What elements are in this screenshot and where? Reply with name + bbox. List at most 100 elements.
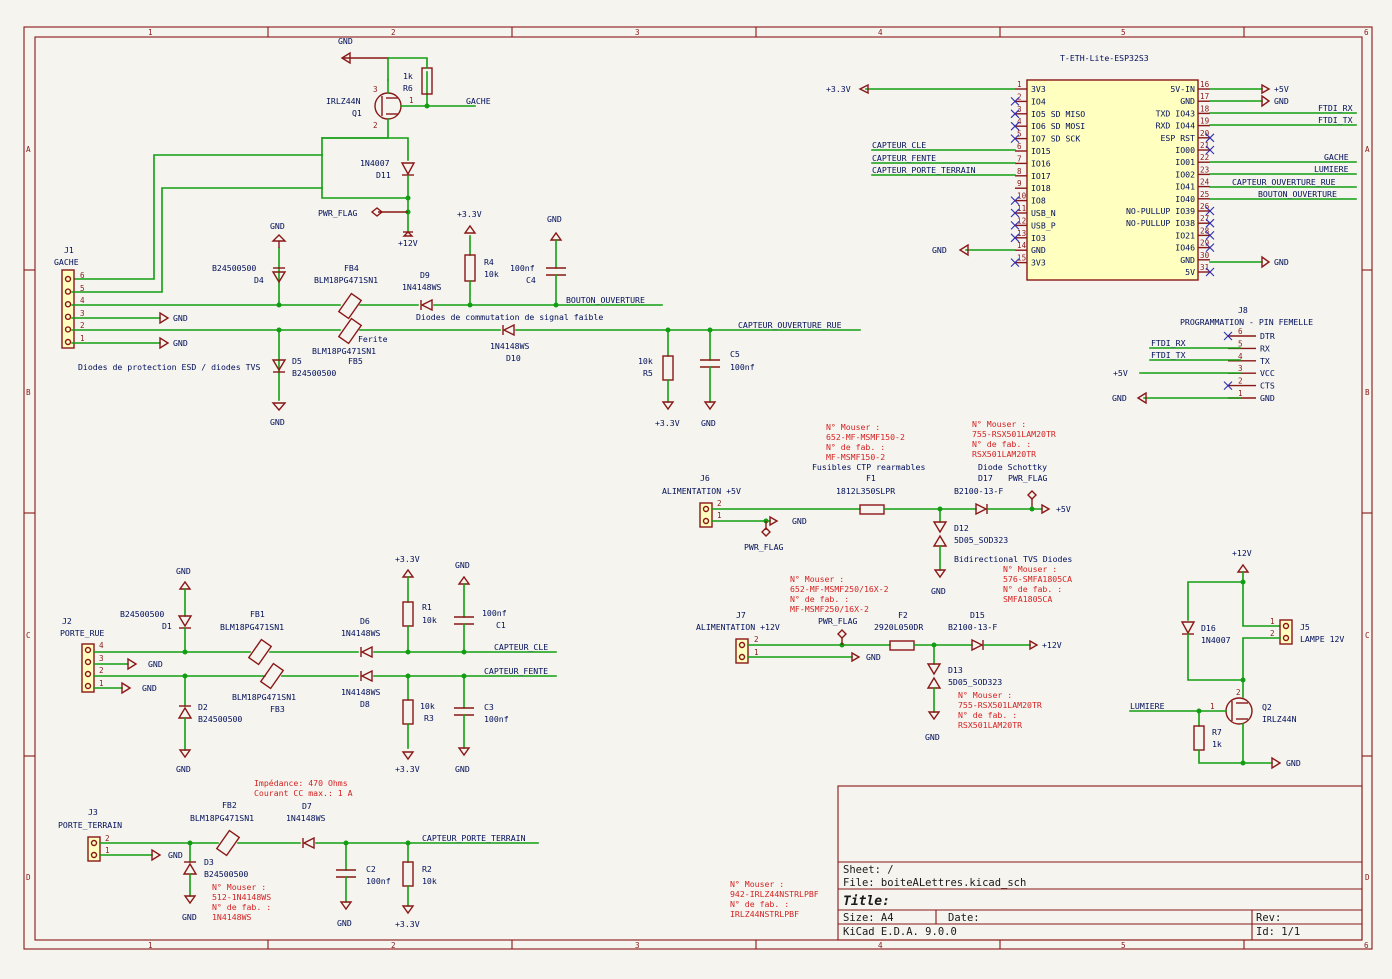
esp-right-pin-num: 26: [1200, 202, 1210, 211]
svg-text:SMFA1805CA: SMFA1805CA: [1003, 594, 1052, 604]
gnd-d2: GND: [176, 764, 191, 774]
esp-right-pin-num: 29: [1200, 239, 1210, 248]
net-gache-esp: GACHE: [1324, 152, 1349, 162]
svg-text:IRLZ44NSTRLPBF: IRLZ44NSTRLPBF: [730, 909, 799, 919]
tb-file: File: boiteALettres.kicad_sch: [843, 877, 1026, 889]
frame-col-5: 5: [1121, 28, 1126, 37]
svg-text:1N4148WS: 1N4148WS: [212, 912, 252, 922]
net-lumiere-esp: LUMIERE: [1314, 164, 1349, 174]
d8-ref: D8: [360, 699, 370, 709]
esp-left-pin-num: 4: [1017, 117, 1022, 126]
q-mouser-note: N° Mouser : 942-IRLZ44NSTRLPBF N° de fab…: [730, 879, 819, 919]
svg-text:576-SMFA1805CA: 576-SMFA1805CA: [1003, 574, 1072, 584]
svg-text:3: 3: [99, 654, 104, 663]
net-ftdi-tx-j8: FTDI_TX: [1151, 350, 1186, 360]
svg-text:N° Mouser :: N° Mouser :: [826, 422, 880, 432]
j5-value: LAMPE 12V: [1300, 634, 1344, 644]
svg-text:N° Mouser :: N° Mouser :: [730, 879, 784, 889]
gnd-j1-3: GND: [173, 313, 188, 323]
net-capteur-cle-esp: CAPTEUR_CLE: [872, 140, 926, 150]
gnd-c5: GND: [701, 418, 716, 428]
frame-col-2-bottom: 2: [391, 941, 396, 950]
r4-ref: R4: [484, 257, 494, 267]
j8-ref: J8: [1238, 305, 1248, 315]
gnd-j8: GND: [1112, 393, 1127, 403]
esp-left-pin-num: 3: [1017, 105, 1022, 114]
svg-text:Impédance: 470 Ohms: Impédance: 470 Ohms: [254, 778, 348, 788]
net-capteur-fente-esp: CAPTEUR_FENTE: [872, 153, 936, 163]
esp-left-pin-num: 13: [1017, 229, 1026, 238]
frame-col-6: 6: [1364, 28, 1369, 37]
j8-pin-num: 1: [1238, 389, 1243, 398]
esp-right-pin-num: 22: [1200, 153, 1209, 162]
esp-right-pin-name: RXD IO44: [1156, 121, 1196, 131]
gnd-j1-1: GND: [173, 338, 188, 348]
tb-date: Date:: [948, 912, 980, 924]
tb-tool: KiCad E.D.A. 9.0.0: [843, 926, 957, 938]
svg-text:2: 2: [1270, 629, 1275, 638]
frame-row-c: C: [26, 631, 31, 640]
svg-text:N° Mouser :: N° Mouser :: [212, 882, 266, 892]
esp-left-pin-name: GND: [1031, 245, 1046, 255]
svg-text:N° de fab. :: N° de fab. :: [212, 902, 271, 912]
esp-left-pin-name: IO16: [1031, 158, 1051, 168]
fb5-value: BLM18PG471SN1: [312, 346, 376, 356]
j8-value: PROGRAMMATION - PIN FEMELLE: [1180, 317, 1313, 327]
esp-left-pin-num: 12: [1017, 216, 1026, 225]
svg-text:4: 4: [99, 641, 104, 650]
svg-text:N° de fab. :: N° de fab. :: [790, 594, 849, 604]
svg-text:1: 1: [717, 511, 722, 520]
q2-ref: Q2: [1262, 702, 1272, 712]
f1-value: 1812L350SLPR: [836, 486, 895, 496]
q2-value: IRLZ44N: [1262, 714, 1297, 724]
gache-driver: GND IRLZ44N Q1 1k R6 1 3 2 GACHE PWR_FLA…: [71, 36, 491, 280]
gnd-esp-17: GND: [1274, 96, 1289, 106]
net-gache-q1: GACHE: [466, 96, 491, 106]
r5-value: 10k: [638, 356, 653, 366]
f1-ref: F1: [866, 473, 876, 483]
d7-ref: D7: [302, 801, 312, 811]
d11-value: 1N4007: [360, 158, 390, 168]
tb-id: Id: 1/1: [1256, 926, 1300, 938]
frame-col-3: 3: [635, 28, 640, 37]
fb5-ref: FB5: [348, 356, 363, 366]
plus33-r1: +3.3V: [395, 554, 420, 564]
r1-ref: R1: [422, 602, 432, 612]
esp-left-pin-num: 11: [1017, 204, 1027, 213]
gnd-d12: GND: [931, 586, 946, 596]
frame-col-6-bottom: 6: [1364, 941, 1369, 950]
plus12-d11: +12V: [398, 238, 418, 248]
svg-text:N° de fab. :: N° de fab. :: [1003, 584, 1062, 594]
net-bouton-ouverture-esp: BOUTON_OUVERTURE: [1258, 189, 1337, 199]
svg-text:MF-MSMF250/16X-2: MF-MSMF250/16X-2: [790, 604, 869, 614]
d1-ref: D1: [162, 621, 172, 631]
svg-text:2: 2: [105, 834, 110, 843]
plus5-j8: +5V: [1113, 368, 1128, 378]
fb1-ref: FB1: [250, 609, 265, 619]
frame-row-a: A: [26, 145, 31, 154]
esp-right-pin-num: 17: [1200, 92, 1209, 101]
esp-left-pin-name: IO5 SD MISO: [1031, 109, 1085, 119]
d3-value: B24500500: [204, 869, 248, 879]
d2-value: B24500500: [198, 714, 242, 724]
c1-value: 100nf: [482, 608, 507, 618]
gnd-d13: GND: [925, 732, 940, 742]
svg-text:N° Mouser :: N° Mouser :: [790, 574, 844, 584]
svg-text:2: 2: [754, 635, 759, 644]
svg-text:2: 2: [99, 666, 104, 675]
plus33-esp: +3.3V: [826, 84, 851, 94]
c2-value: 100nf: [366, 876, 391, 886]
c4-value: 100nf: [510, 263, 535, 273]
esp-left-pin-name: IO3: [1031, 233, 1046, 243]
svg-text:512-1N4148WS: 512-1N4148WS: [212, 892, 271, 902]
esp-left-pin-num: 2: [1017, 92, 1022, 101]
r6-value: 1k: [403, 71, 413, 81]
c4-ref: C4: [526, 275, 536, 285]
esp-left-pin-name: IO8: [1031, 196, 1046, 206]
fb3-value: BLM18PG471SN1: [232, 692, 296, 702]
d5-value: B24500500: [292, 368, 336, 378]
j8-pin-name: RX: [1260, 343, 1270, 353]
esp-right-pin-num: 16: [1200, 80, 1210, 89]
svg-text:N° Mouser :: N° Mouser :: [958, 690, 1012, 700]
